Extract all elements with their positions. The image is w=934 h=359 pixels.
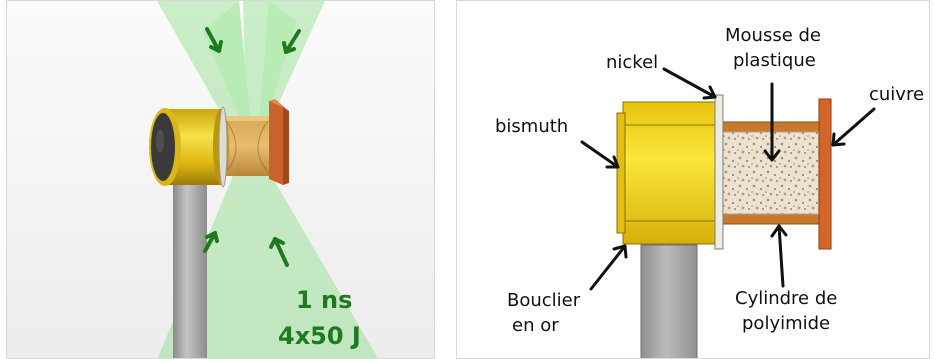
arrow-upper-right-icon [282,29,301,54]
label-mousse-line1: Mousse de [725,25,821,46]
support-stalk [640,244,698,358]
arrow-cuivre-icon [831,107,876,147]
arrow-bismuth-icon [580,140,620,169]
right-schematic-svg: nickel Mousse de plastique cuivre bismut… [495,25,924,358]
label-bouclier-line1: Bouclier [507,290,581,311]
pulse-duration-label: 1 ns [296,286,352,314]
label-cylindre-line2: polyimide [742,313,830,334]
left-render-svg: 1 ns 4x50 J [7,1,434,358]
label-mousse-line2: plastique [733,50,816,71]
copper-plate [818,98,832,250]
laser-beam-lower-right [239,151,378,358]
label-cylindre-line1: Cylindre de [735,288,837,309]
right-schematic-panel: nickel Mousse de plastique cuivre bismut… [456,0,930,359]
arrow-lower-left-icon [203,231,219,253]
arrow-bouclier-icon [589,244,628,291]
copper-disk [269,99,289,185]
laser-energy-label: 4x50 J [278,322,361,350]
arrow-lower-right-icon [269,237,289,267]
support-stalk [173,181,207,358]
label-bouclier-line2: en or [512,315,559,336]
gold-shield-cylinder [149,108,229,186]
label-cuivre: cuivre [869,84,924,105]
arrow-nickel-icon [662,67,717,100]
laser-beam-upper-right [243,1,325,151]
beam-arrows [203,27,301,267]
label-nickel: nickel [606,52,658,73]
nickel-plate [714,94,724,250]
polyimide-wall-bottom [722,213,820,225]
arrow-upper-left-icon [205,27,223,53]
nickel-ring [218,106,228,188]
bismuth-layer [616,112,626,234]
laser-beam-upper-left [157,1,253,151]
gold-shield [616,101,716,245]
label-bismuth: bismuth [495,116,568,137]
arrow-mousse-icon [763,82,781,162]
left-target-render-panel: 1 ns 4x50 J [6,0,435,359]
arrow-cylindre-icon [770,224,788,288]
